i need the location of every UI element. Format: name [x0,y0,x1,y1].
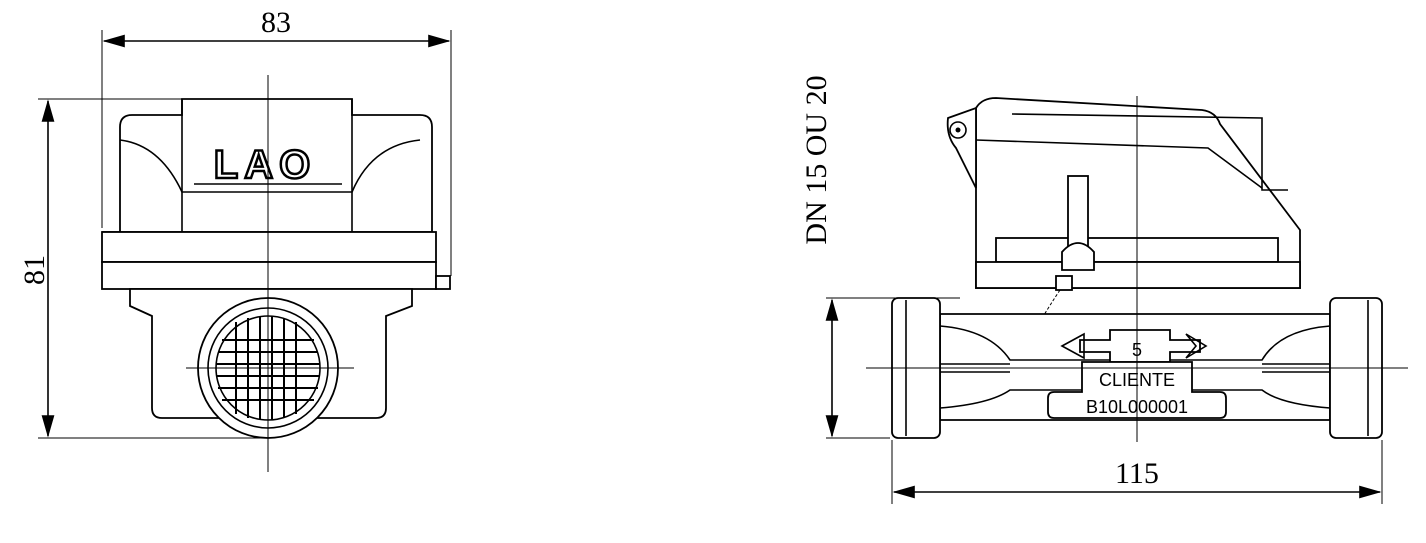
diameter-dimension-label: DN 15 OU 20 [800,75,833,244]
length-dimension-label: 115 [1115,457,1159,490]
meter-body-front: LAO [101,98,451,439]
height-dimension: 81 [18,98,268,439]
side-view: DN 15 OU 20 115 [800,75,1408,504]
meter-body-side: 5 CLIENTE B10L000001 [891,97,1383,439]
height-dimension-label: 81 [18,255,51,285]
svg-text:LAO: LAO [214,143,316,187]
diameter-dimension: DN 15 OU 20 [800,75,960,439]
length-dimension: 115 [891,440,1383,504]
width-dimension-label: 83 [261,6,291,39]
width-dimension: 83 [101,6,452,276]
front-view: 83 81 [18,6,452,472]
lao-logo: LAO [194,142,342,188]
